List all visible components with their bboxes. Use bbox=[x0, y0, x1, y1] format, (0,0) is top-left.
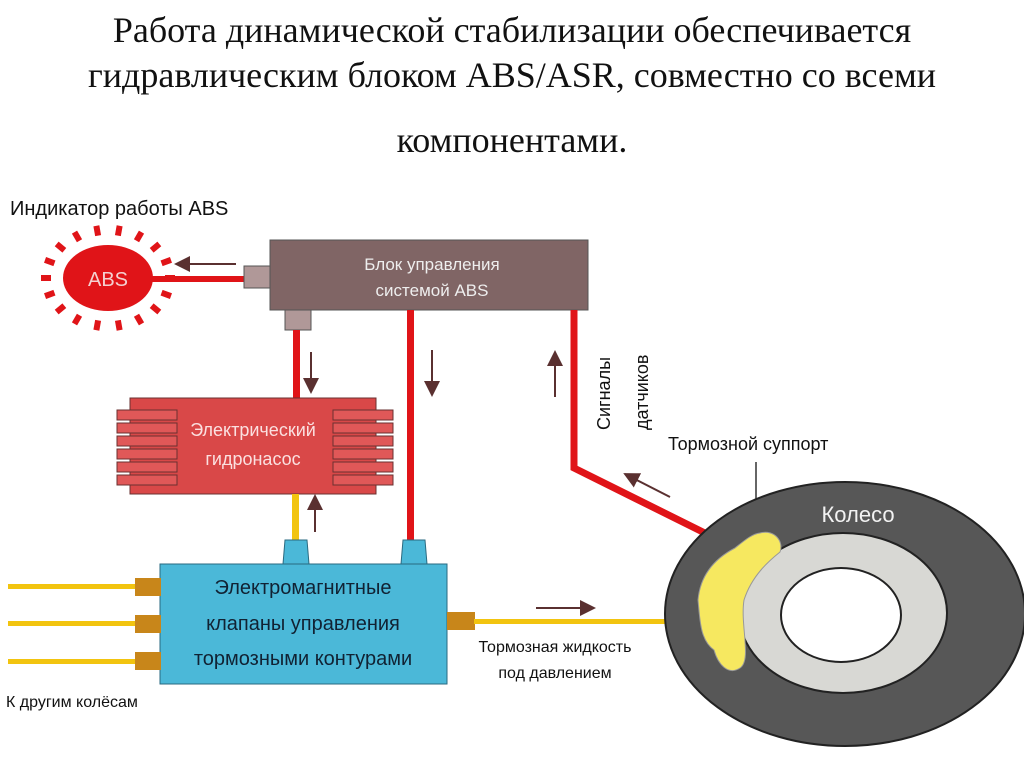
other-wheels-lines bbox=[8, 578, 161, 670]
pump-fin bbox=[116, 435, 178, 447]
pump-fin bbox=[332, 409, 394, 421]
lamp-ray bbox=[93, 225, 102, 237]
sensor-signals-line-2: датчиков bbox=[632, 355, 652, 430]
wire-to-pump bbox=[293, 330, 300, 400]
abs-indicator-label: Индикатор работы ABS bbox=[10, 198, 228, 220]
lamp-ray bbox=[149, 303, 162, 315]
sensor-wire bbox=[570, 310, 737, 552]
control-unit-line-2: системой ABS bbox=[376, 281, 489, 300]
valves-line-3: тормозными контурами bbox=[194, 648, 412, 670]
valves-line-2: клапаны управления bbox=[206, 613, 400, 635]
fluid-label-line-2: под давлением bbox=[498, 665, 611, 682]
pump-fin bbox=[332, 435, 394, 447]
pump-fin bbox=[332, 448, 394, 460]
lamp-ray bbox=[114, 319, 123, 331]
lamp-wire bbox=[150, 276, 246, 282]
pump-line-2: гидронасос bbox=[205, 449, 300, 469]
valves-port-2 bbox=[400, 539, 428, 565]
pump-fin bbox=[116, 461, 178, 473]
lamp-ray bbox=[54, 303, 67, 315]
pump-line-1: Электрический bbox=[190, 420, 316, 440]
pump-fin bbox=[116, 448, 178, 460]
lamp-ray bbox=[133, 313, 145, 326]
lamp-ray bbox=[44, 289, 56, 299]
slide-title: Работа динамической стабилизации обеспеч… bbox=[0, 8, 1024, 163]
lamp-ray bbox=[160, 289, 172, 299]
pump-fin bbox=[332, 461, 394, 473]
control-unit-connector-bottom bbox=[284, 307, 312, 331]
wheel-label: Колесо bbox=[821, 502, 894, 527]
title-line-3: компонентами. bbox=[396, 120, 628, 160]
pump-fin bbox=[332, 422, 394, 434]
abs-lamp-text: ABS bbox=[88, 269, 128, 291]
lamp-ray bbox=[93, 319, 102, 331]
pump-to-valves-line bbox=[292, 494, 299, 540]
lamp-ray bbox=[160, 257, 172, 267]
lamp-ray bbox=[133, 230, 145, 243]
lamp-ray bbox=[149, 241, 162, 253]
lamp-ray bbox=[71, 313, 83, 326]
wire-to-valves bbox=[407, 310, 414, 540]
title-line-1: Работа динамической стабилизации обеспеч… bbox=[112, 10, 912, 50]
lamp-ray bbox=[71, 230, 83, 243]
lamp-ray bbox=[114, 225, 123, 237]
lamp-ray bbox=[44, 257, 56, 267]
pump-fin bbox=[116, 474, 178, 486]
valves-line-1: Электромагнитные bbox=[215, 577, 392, 599]
lamp-ray bbox=[41, 275, 51, 281]
sensor-signals-line-1: Сигналы bbox=[594, 357, 614, 430]
abs-lamp-icon: ABS bbox=[41, 225, 175, 331]
control-unit-line-1: Блок управления bbox=[364, 255, 499, 274]
valves-outlet bbox=[447, 612, 475, 630]
valves-port-1 bbox=[282, 539, 310, 565]
brake-caliper bbox=[697, 531, 782, 672]
other-wheels-label: К другим колёсам bbox=[6, 694, 138, 711]
pump-fin bbox=[332, 474, 394, 486]
valves-box bbox=[159, 563, 448, 685]
title-line-2: гидравлическим блоком ABS/ASR, совместно… bbox=[88, 55, 936, 95]
pump-fin bbox=[116, 409, 178, 421]
fluid-label-line-1: Тормозная жидкость bbox=[479, 639, 632, 656]
control-unit-box bbox=[269, 239, 589, 311]
electric-pump: Электрический гидронасос bbox=[116, 397, 394, 495]
lamp-ray bbox=[54, 241, 67, 253]
caliper-label: Тормозной суппорт bbox=[668, 434, 828, 454]
pump-fin bbox=[116, 422, 178, 434]
brake-fluid-line bbox=[474, 619, 696, 624]
arrow-signal-diag-icon bbox=[623, 473, 671, 498]
